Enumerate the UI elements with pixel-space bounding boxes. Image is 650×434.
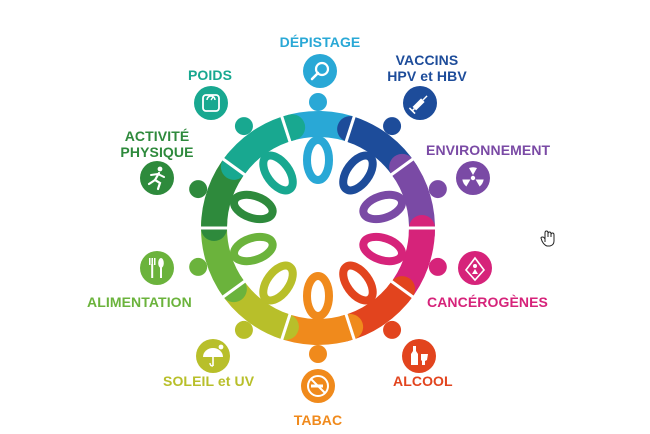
ribbon-loop-activite [230, 190, 277, 224]
figure-head-soleil [234, 320, 253, 339]
ring-gap [221, 157, 247, 177]
label-depistage: DÉPISTAGE [279, 34, 361, 50]
hazard-person-icon [458, 251, 492, 285]
ring-gap [344, 115, 356, 143]
figure-head-cancerogenes [428, 257, 447, 276]
bottle-glass-icon [402, 339, 436, 373]
magnifier-icon [303, 54, 337, 88]
figure-head-vaccins [383, 117, 402, 136]
radiation-icon [456, 161, 490, 195]
figure-head-poids [234, 117, 253, 136]
label-poids: POIDS [187, 67, 233, 83]
ring-gap [280, 313, 292, 341]
figure-head-activite [189, 180, 208, 199]
no-smoking-icon [301, 369, 335, 403]
ribbon-loop-environnement [359, 190, 406, 224]
syringe-icon [403, 86, 437, 120]
label-tabac: TABAC [293, 412, 343, 428]
label-soleil: SOLEIL et UV [163, 373, 255, 389]
ribbon-loop-tabac [303, 272, 333, 320]
ribbon-loop-poids [259, 151, 297, 195]
umbrella-sun-icon [196, 339, 230, 373]
ribbon-loop-vaccins [339, 151, 377, 195]
running-person-icon [140, 161, 174, 195]
ribbon-loop-soleil [259, 261, 297, 305]
figure-head-alimentation [189, 257, 208, 276]
scale-icon [194, 86, 228, 120]
ring-gap [280, 115, 292, 143]
ring-gap [389, 157, 415, 177]
label-vaccins: VACCINS HPV et HBV [387, 52, 467, 84]
ring-gap [344, 313, 356, 341]
ribbon-loop-cancerogenes [359, 232, 406, 266]
figure-head-alcool [383, 320, 402, 339]
figure-head-environnement [428, 180, 447, 199]
figure-head-tabac [309, 345, 327, 363]
ring-gap [221, 279, 247, 299]
label-cancerogenes: CANCÉROGÈNES [427, 294, 548, 310]
ribbon-loop-alimentation [230, 232, 277, 266]
label-alcool: ALCOOL [393, 373, 453, 389]
hand-cursor-icon [540, 230, 555, 247]
label-alimentation: ALIMENTATION [87, 294, 192, 310]
ribbon-loop-depistage [303, 136, 333, 184]
ribbon-loop-alcool [339, 261, 377, 305]
label-activite: ACTIVITÉ PHYSIQUE [120, 128, 194, 160]
ring-gap [389, 279, 415, 299]
label-environnement: ENVIRONNEMENT [426, 142, 551, 158]
cutlery-icon [140, 251, 174, 285]
figure-head-depistage [309, 93, 327, 111]
